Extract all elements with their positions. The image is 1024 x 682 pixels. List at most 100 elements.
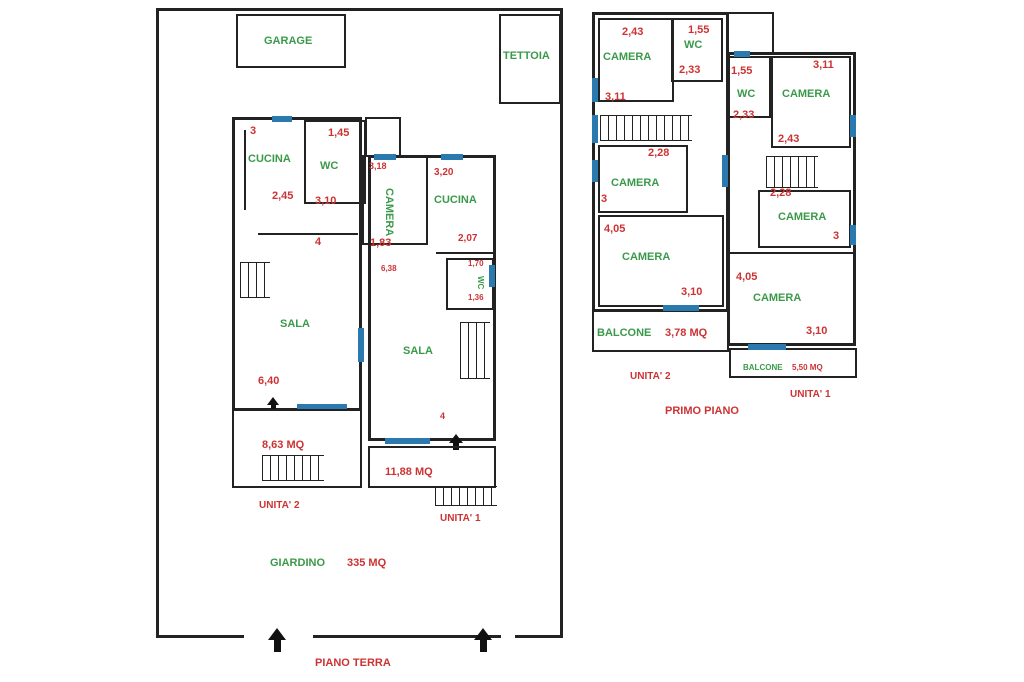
window xyxy=(734,51,750,57)
dimension: 3,10 xyxy=(806,325,828,337)
dimension: 1,55 xyxy=(731,65,753,77)
unit-label: UNITA' 2 xyxy=(259,500,300,511)
closet xyxy=(727,12,774,54)
area: 11,88 MQ xyxy=(385,466,433,478)
window xyxy=(272,116,292,122)
dimension: 1,55 xyxy=(688,24,710,36)
door-arrow-icon xyxy=(449,434,463,443)
dimension: 2,28 xyxy=(648,147,670,159)
room-label: CAMERA xyxy=(782,88,831,100)
window xyxy=(441,154,463,160)
patio-unit2 xyxy=(232,409,362,488)
tettoia-label: TETTOIA xyxy=(503,50,550,62)
dimension: 6,38 xyxy=(381,264,397,273)
room-label: WC xyxy=(476,276,485,290)
bedroom xyxy=(598,215,724,307)
window xyxy=(748,344,786,350)
stairs xyxy=(240,262,270,298)
room-label: SALA xyxy=(403,345,433,357)
door-arrow-icon xyxy=(267,397,279,405)
window xyxy=(663,305,699,311)
room-label: CUCINA xyxy=(248,153,291,165)
dimension: 1,45 xyxy=(328,127,350,139)
unit-label: UNITA' 2 xyxy=(630,371,671,382)
unit-label: UNITA' 1 xyxy=(790,389,831,400)
stairs xyxy=(600,115,692,141)
room-label: CAMERA xyxy=(383,188,395,237)
window xyxy=(592,78,598,102)
dimension: 1,36 xyxy=(468,293,484,302)
area: 5,50 MQ xyxy=(792,363,823,372)
garden-wall xyxy=(560,8,563,638)
dimension: 3,18 xyxy=(369,161,387,171)
garden-wall xyxy=(515,635,563,638)
dimension: 2,45 xyxy=(272,190,294,202)
closet xyxy=(365,117,401,157)
window xyxy=(489,265,495,287)
dimension: 3 xyxy=(833,230,840,242)
unit1-ground xyxy=(368,155,496,441)
window xyxy=(385,438,430,444)
area: 3,78 MQ xyxy=(665,327,708,339)
room-label: SALA xyxy=(280,318,310,330)
dimension: 3,11 xyxy=(605,91,626,103)
bedroom xyxy=(598,145,688,213)
stairs xyxy=(435,486,497,506)
dimension: 2,07 xyxy=(458,233,478,244)
room-label: WC xyxy=(684,39,703,51)
room-label: CUCINA xyxy=(434,194,477,206)
dimension: 2,33 xyxy=(679,64,701,76)
floor-title: PIANO TERRA xyxy=(315,657,391,669)
room-label: BALCONE xyxy=(597,327,652,339)
dimension: 1,83 xyxy=(370,237,392,249)
window xyxy=(850,115,856,137)
window xyxy=(297,404,347,410)
dimension: 2,33 xyxy=(733,109,755,121)
entrance-arrow-icon xyxy=(474,628,492,640)
window xyxy=(722,155,728,187)
room-label: CAMERA xyxy=(603,51,652,63)
window xyxy=(358,328,364,362)
floor-title: PRIMO PIANO xyxy=(665,405,739,417)
stairs xyxy=(262,455,324,481)
window xyxy=(850,225,856,245)
area: 8,63 MQ xyxy=(262,439,305,451)
garage-label: GARAGE xyxy=(264,35,313,47)
patio-unit1 xyxy=(368,446,496,488)
bedroom xyxy=(758,190,851,248)
dimension: 4,05 xyxy=(736,271,758,283)
dimension: 2,28 xyxy=(770,187,792,199)
wc-room xyxy=(727,56,771,118)
dimension: 3,10 xyxy=(315,195,337,207)
unit-label: UNITA' 1 xyxy=(440,513,481,524)
dimension: 2,43 xyxy=(622,26,644,38)
wc-room xyxy=(304,120,366,204)
dimension: 6,40 xyxy=(258,375,280,387)
room-label: CAMERA xyxy=(753,292,802,304)
dimension: 3 xyxy=(601,193,608,205)
garden-area: 335 MQ xyxy=(347,557,387,569)
bedroom xyxy=(771,56,851,148)
window xyxy=(592,115,598,143)
garden-wall xyxy=(313,635,501,638)
window xyxy=(592,160,598,182)
entrance-arrow-icon xyxy=(268,628,286,640)
room-label: CAMERA xyxy=(778,211,827,223)
dimension: 3,20 xyxy=(434,167,454,178)
bedroom xyxy=(598,18,674,102)
dimension: 3,11 xyxy=(813,59,834,71)
garden-wall xyxy=(156,8,563,11)
garage xyxy=(236,14,346,68)
garden-label: GIARDINO xyxy=(270,557,325,569)
dimension: 2,43 xyxy=(778,133,800,145)
garden-wall xyxy=(156,8,159,638)
stairs xyxy=(766,156,818,188)
tettoia xyxy=(499,14,561,104)
room-label: CAMERA xyxy=(611,177,660,189)
room-label: WC xyxy=(320,160,339,172)
wc-room xyxy=(671,18,723,82)
dimension: 4 xyxy=(315,236,322,248)
dimension: 1,70 xyxy=(468,259,484,268)
room-label: CAMERA xyxy=(622,251,671,263)
room-label: BALCONE xyxy=(743,363,783,372)
